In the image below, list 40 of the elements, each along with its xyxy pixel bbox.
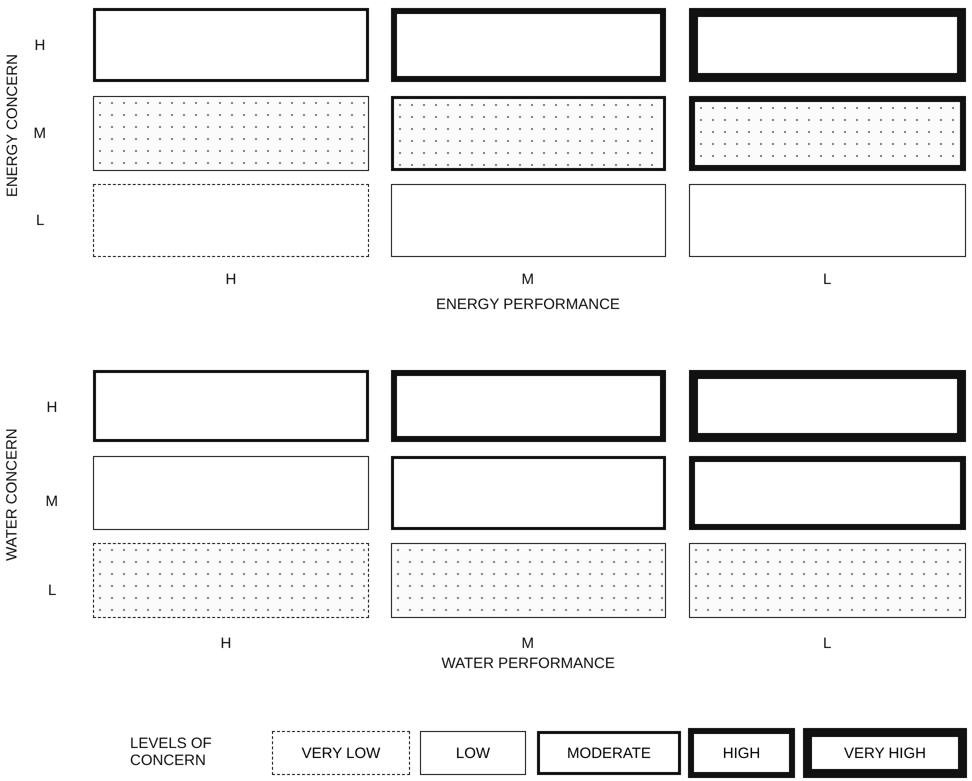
rating-box — [93, 456, 369, 530]
rating-box — [689, 8, 966, 82]
row-label: M — [34, 124, 46, 142]
rating-box — [689, 370, 966, 442]
dotted-rating-box — [93, 96, 369, 171]
dotted-rating-box — [391, 543, 666, 618]
rating-box — [93, 370, 369, 442]
axis-title: WATER PERFORMANCE — [442, 654, 615, 672]
legend-entry: HIGH — [688, 728, 795, 778]
dotted-rating-box — [391, 96, 666, 171]
column-label: L — [823, 634, 832, 652]
rating-box — [391, 8, 666, 82]
column-label: M — [522, 270, 534, 288]
row-label: M — [46, 492, 58, 510]
legend-entry: LOW — [420, 731, 526, 775]
row-label: H — [46, 398, 58, 416]
rating-box — [391, 184, 666, 257]
rating-box — [689, 184, 966, 257]
column-label: H — [226, 270, 236, 288]
dotted-rating-box — [93, 543, 369, 618]
axis-title: WATER CONCERN — [3, 428, 20, 560]
row-label: L — [36, 212, 44, 229]
axis-title: ENERGY PERFORMANCE — [436, 296, 620, 313]
legend-title: LEVELS OF CONCERN — [130, 734, 213, 769]
rating-box — [93, 8, 369, 82]
rating-box — [391, 370, 666, 442]
column-label: H — [220, 634, 232, 652]
row-label: H — [34, 36, 46, 54]
legend-entry: VERY LOW — [272, 731, 410, 775]
axis-title: ENERGY CONCERN — [3, 54, 21, 197]
column-label: L — [823, 270, 832, 288]
dotted-rating-box — [689, 96, 966, 171]
dotted-rating-box — [689, 543, 966, 618]
column-label: M — [522, 634, 534, 652]
row-label: L — [48, 582, 56, 599]
rating-box — [689, 456, 966, 530]
rating-box — [391, 456, 666, 530]
rating-box — [93, 184, 369, 257]
legend-entry: MODERATE — [537, 731, 681, 775]
legend-entry: VERY HIGH — [803, 728, 967, 778]
